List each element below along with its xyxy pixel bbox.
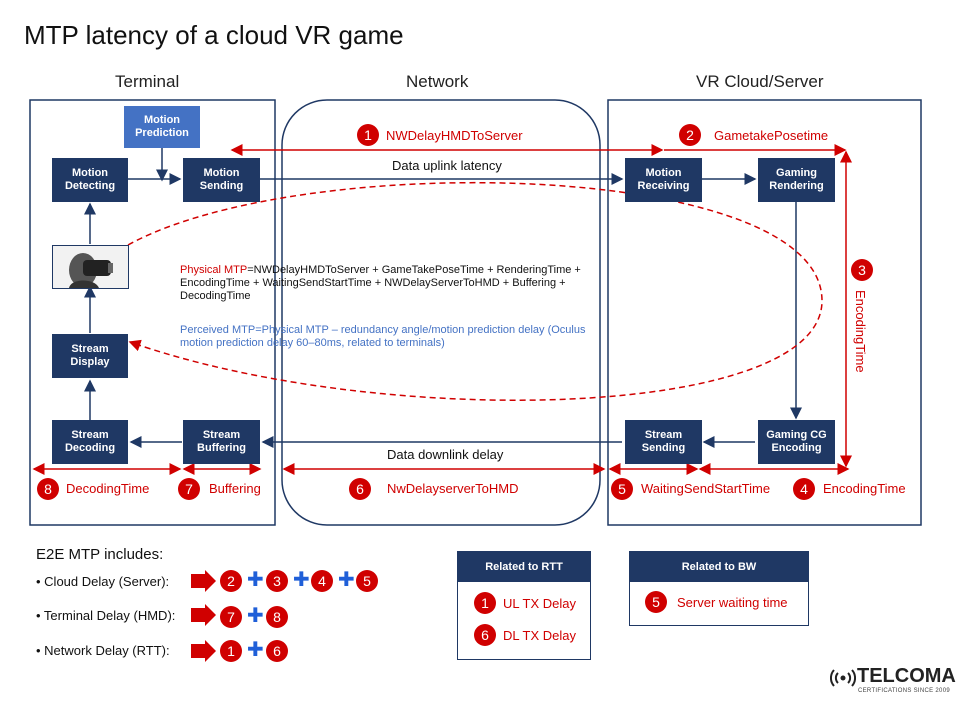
terminal-delay-label: • Terminal Delay (HMD): — [36, 608, 176, 623]
network-delay-badge-6: 6 — [266, 640, 288, 662]
stream-decoding-box: Stream Decoding — [52, 420, 128, 464]
cloud-delay-label: • Cloud Delay (Server): — [36, 574, 170, 589]
motion-receiving-box: Motion Receiving — [625, 158, 702, 202]
downlink-label: Data downlink delay — [387, 447, 504, 462]
step-3-label: EncodingTime — [853, 290, 868, 373]
step-2-label: GametakePosetime — [714, 128, 829, 143]
signal-waves-icon — [830, 666, 856, 690]
bw-item-label: Server waiting time — [677, 595, 788, 610]
cloud-delay-badge-4: 4 — [311, 570, 333, 592]
step-8-badge: 8 — [37, 478, 59, 500]
network-frame — [281, 99, 601, 526]
step-6-label: NwDelayserverToHMD — [387, 481, 519, 496]
step-4-badge: 4 — [793, 478, 815, 500]
bw-box: Related to BW — [629, 551, 809, 626]
uplink-label: Data uplink latency — [392, 158, 502, 173]
step-8-label: DecodingTime — [66, 481, 150, 496]
cloud-delay-badge-3: 3 — [266, 570, 288, 592]
red-arrow-icon — [191, 570, 216, 662]
page-title: MTP latency of a cloud VR game — [24, 20, 404, 50]
step-1-badge: 1 — [357, 124, 379, 146]
section-terminal: Terminal — [115, 72, 180, 91]
e2e-heading: E2E MTP includes: — [36, 546, 164, 563]
motion-prediction-box: Motion Prediction — [124, 106, 200, 148]
stream-buffering-box: Stream Buffering — [183, 420, 260, 464]
physical-mtp-formula: Physical MTP=NWDelayHMDToServer + GameTa… — [180, 264, 610, 303]
physical-mtp-terms: =NWDelayHMDToServer + GameTakePoseTime +… — [180, 264, 581, 302]
rtt-item-1-badge: 1 — [474, 592, 496, 614]
plus-icon: ✚ — [293, 569, 310, 591]
terminal-delay-badge-8: 8 — [266, 606, 288, 628]
step-6-badge: 6 — [349, 478, 371, 500]
network-delay-label: • Network Delay (RTT): — [36, 643, 170, 658]
rtt-item-2-label: DL TX Delay — [503, 628, 576, 643]
step-3-badge: 3 — [851, 259, 873, 281]
step-5-label: WaitingSendStartTime — [641, 481, 771, 496]
step-7-badge: 7 — [178, 478, 200, 500]
physical-mtp-key: Physical MTP — [180, 264, 248, 276]
terminal-frame — [29, 99, 276, 526]
vr-headset-user-icon — [52, 245, 129, 289]
step-5-badge: 5 — [611, 478, 633, 500]
mtp-loop — [127, 181, 823, 401]
step-7-label: Buffering — [209, 481, 261, 496]
bw-box-title: Related to BW — [630, 552, 808, 582]
rtt-box-title: Related to RTT — [458, 552, 590, 582]
step-4-label: EncodingTime — [823, 481, 906, 496]
plus-icon: ✚ — [247, 569, 264, 591]
perceived-mtp-formula: Perceived MTP=Physical MTP – redundancy … — [180, 324, 586, 349]
stream-sending-box: Stream Sending — [625, 420, 702, 464]
bw-item-badge: 5 — [645, 591, 667, 613]
step-1-label: NWDelayHMDToServer — [386, 128, 523, 143]
stream-display-box: Stream Display — [52, 334, 128, 378]
motion-detecting-box: Motion Detecting — [52, 158, 128, 202]
gaming-cg-encoding-box: Gaming CG Encoding — [758, 420, 835, 464]
plus-icon: ✚ — [338, 569, 355, 591]
logo-name: TELCOMA — [857, 665, 956, 687]
gaming-rendering-box: Gaming Rendering — [758, 158, 835, 202]
section-network: Network — [406, 72, 469, 91]
logo-tagline: CERTIFICATIONS SINCE 2009 — [858, 688, 950, 694]
cloud-delay-badge-5: 5 — [356, 570, 378, 592]
plus-icon: ✚ — [247, 639, 264, 661]
motion-sending-box: Motion Sending — [183, 158, 260, 202]
plus-icon: ✚ — [247, 605, 264, 627]
network-delay-badge-1: 1 — [220, 640, 242, 662]
section-server: VR Cloud/Server — [696, 72, 824, 91]
step-2-badge: 2 — [679, 124, 701, 146]
terminal-delay-badge-7: 7 — [220, 606, 242, 628]
rtt-item-1-label: UL TX Delay — [503, 596, 576, 611]
cloud-delay-badge-2: 2 — [220, 570, 242, 592]
rtt-item-2-badge: 6 — [474, 624, 496, 646]
server-frame — [607, 99, 922, 526]
